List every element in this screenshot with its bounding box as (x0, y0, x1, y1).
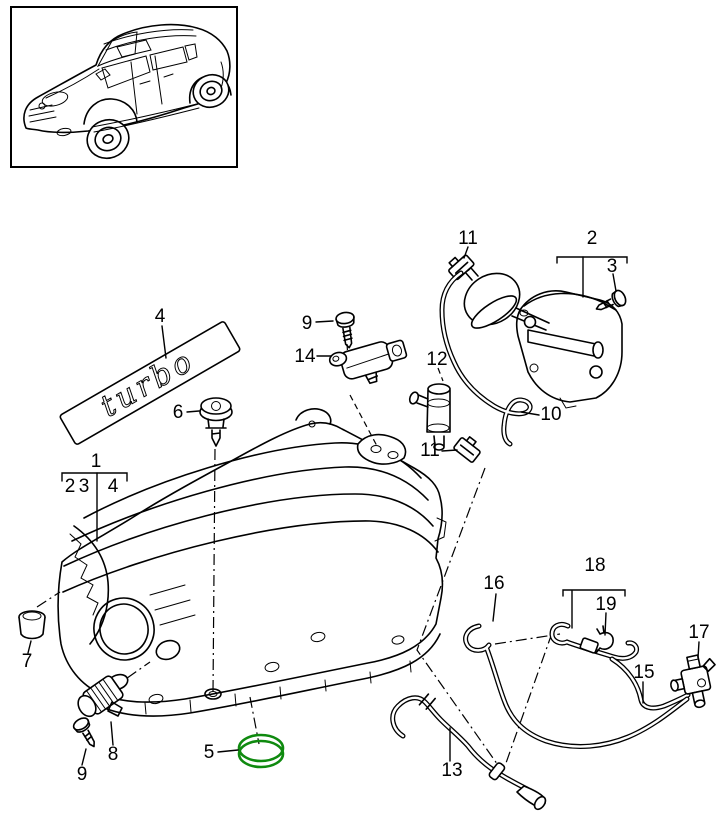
callout-10[interactable]: 10 (540, 404, 561, 425)
callout-3[interactable]: 3 (607, 256, 618, 277)
callout-11-top[interactable]: 11 (458, 228, 478, 249)
callout-8[interactable]: 8 (108, 744, 119, 765)
intake-manifold-drawing (57, 408, 447, 717)
callout-14[interactable]: 14 (294, 346, 316, 367)
suv-line-art-icon (23, 23, 232, 160)
callout-11-bottom[interactable]: 11 (420, 440, 440, 461)
callout-1-sub-4[interactable]: 4 (108, 476, 119, 497)
vacuum-hose-10 (439, 270, 533, 447)
callout-13[interactable]: 13 (441, 760, 462, 781)
electrical-connector-11-bottom (453, 436, 481, 463)
leader-lines (27, 246, 700, 766)
callout-18[interactable]: 18 (584, 555, 605, 576)
callout-7[interactable]: 7 (22, 651, 33, 672)
callout-2[interactable]: 2 (587, 228, 598, 249)
callout-4[interactable]: 4 (155, 306, 166, 327)
callout-16[interactable]: 16 (483, 573, 504, 594)
screw-9-bottom (72, 717, 95, 748)
callout-5[interactable]: 5 (204, 742, 215, 763)
vacuum-actuator-assembly-2 (459, 261, 623, 409)
electrical-connector-11-top (448, 254, 475, 281)
screw-9-top (335, 311, 355, 349)
callout-12[interactable]: 12 (426, 349, 447, 370)
callout-1[interactable]: 1 (91, 451, 102, 472)
hose-assembly-18 (549, 621, 639, 661)
callout-17[interactable]: 17 (688, 622, 709, 643)
callout-labels: 1 2 3 4 4 9 14 6 11 2 3 12 10 11 7 8 9 5… (22, 228, 710, 785)
vehicle-thumbnail[interactable] (10, 6, 238, 168)
callout-1-sub-2[interactable]: 2 (65, 476, 76, 497)
hose-13 (390, 693, 547, 811)
gasket-ring-highlighted-5 (237, 733, 285, 769)
callout-19[interactable]: 19 (595, 594, 616, 615)
screw-3 (595, 289, 627, 311)
clip-19 (595, 625, 614, 654)
hose-15 (609, 656, 691, 711)
callout-1-sub-3[interactable]: 3 (79, 476, 90, 497)
check-valve-17 (670, 654, 716, 709)
vacuum-valve-6 (199, 397, 233, 447)
turbo-badge-text: turbo (95, 343, 202, 425)
callout-15[interactable]: 15 (633, 662, 654, 683)
sensor-mount-boss (356, 433, 407, 465)
callout-6[interactable]: 6 (173, 402, 184, 423)
hose-fitting-8 (77, 673, 129, 718)
hose-16 (463, 623, 690, 750)
turbo-trim-strip: turbo (59, 321, 241, 445)
solenoid-valve-12 (408, 383, 451, 451)
callout-9-top[interactable]: 9 (302, 313, 313, 334)
cap-plug-7 (18, 610, 46, 640)
callout-9-bottom[interactable]: 9 (77, 764, 88, 785)
map-sensor-14 (328, 339, 408, 385)
